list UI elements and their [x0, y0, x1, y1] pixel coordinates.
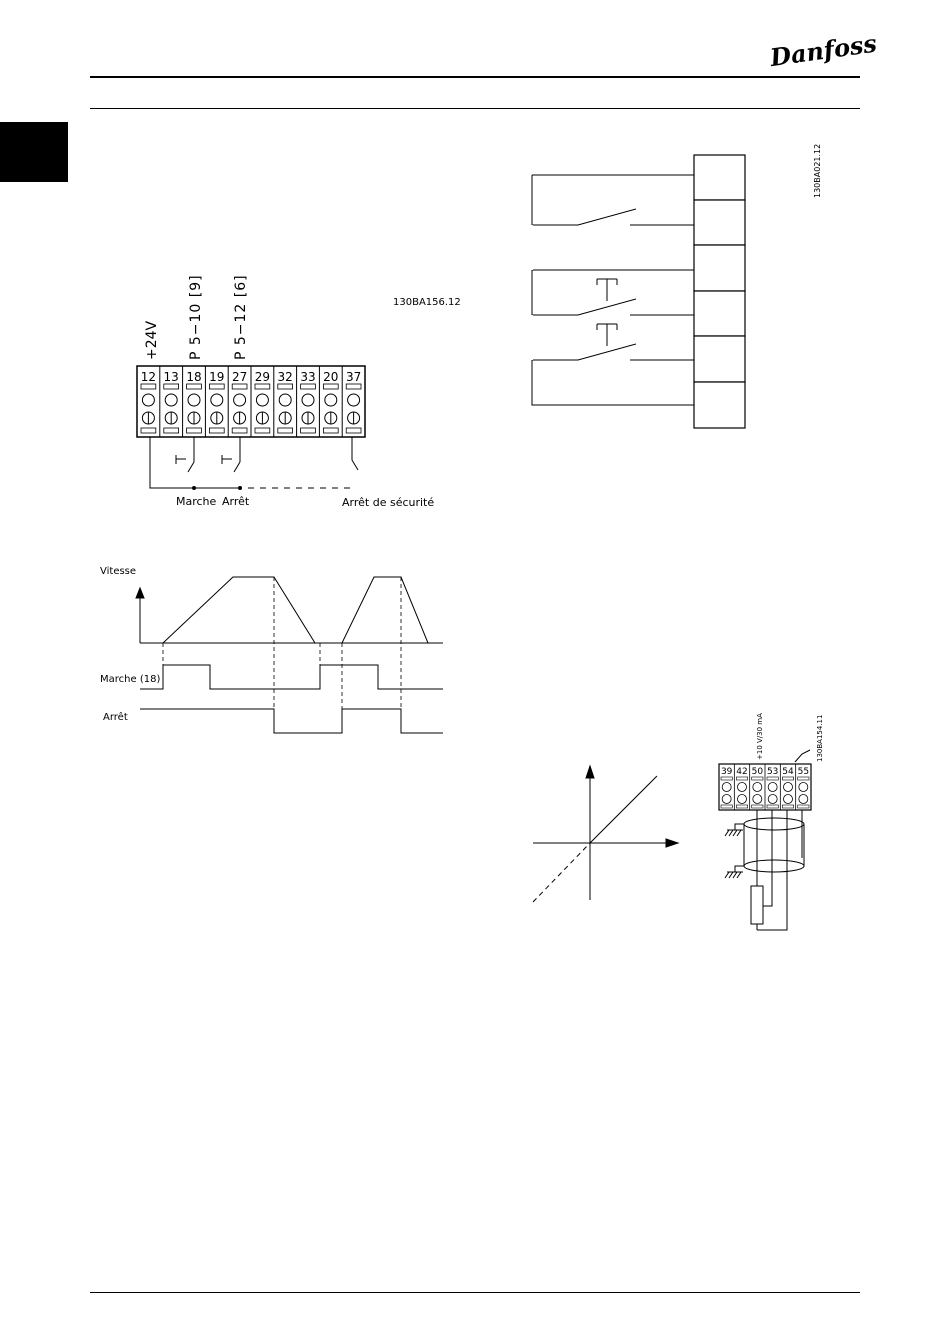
terminal-wiring-diagram: 130BA156.12 +24V P 5−10 [9] P 5−12 [6] 1…	[137, 274, 461, 509]
diagram1-ref-code: 130BA156.12	[393, 297, 461, 308]
terminal-number: 29	[255, 370, 270, 384]
junction-start	[192, 486, 196, 490]
terminal-number: 42	[736, 767, 747, 777]
label-p5-10: P 5−10 [9]	[188, 274, 204, 360]
junction-stop	[238, 486, 242, 490]
terminal-number: 27	[232, 370, 247, 384]
terminal-number: 32	[278, 370, 293, 384]
diagram4-ref-code: 130BA154.11	[816, 715, 824, 762]
label-speed: Vitesse	[100, 566, 136, 577]
terminal-number: 19	[209, 370, 224, 384]
terminal-number: 54	[782, 767, 794, 777]
terminal-number: 33	[300, 370, 315, 384]
switch-connection-diagram: 130BA021.12	[532, 144, 822, 428]
label-supply: +10 V/30 mA	[756, 713, 764, 760]
label-p5-12: P 5−12 [6]	[233, 274, 249, 360]
terminal-number: 55	[798, 767, 809, 777]
terminal-number: 20	[323, 370, 338, 384]
label-24v: +24V	[144, 320, 160, 360]
label-start-18: Marche (18)	[100, 674, 160, 685]
label-stop: Arrêt	[222, 495, 250, 508]
terminal-number: 12	[141, 370, 156, 384]
label-start: Marche	[176, 495, 217, 508]
terminal-number: 50	[752, 767, 764, 777]
terminal-number: 18	[186, 370, 201, 384]
terminal-number: 37	[346, 370, 361, 384]
terminal-number: 53	[767, 767, 778, 777]
wiring	[150, 437, 358, 488]
label-safe-stop: Arrêt de sécurité	[342, 496, 434, 509]
diagram3-ref-code: 130BA021.12	[813, 144, 822, 198]
reference-graph	[533, 766, 678, 902]
timing-diagram: Vitesse Marche (18) Arrêt	[100, 566, 443, 733]
terminal-number: 39	[721, 767, 733, 777]
label-stop-signal: Arrêt	[103, 711, 128, 723]
terminal-number: 13	[164, 370, 179, 384]
brand-logo: Danfoss	[767, 28, 879, 72]
